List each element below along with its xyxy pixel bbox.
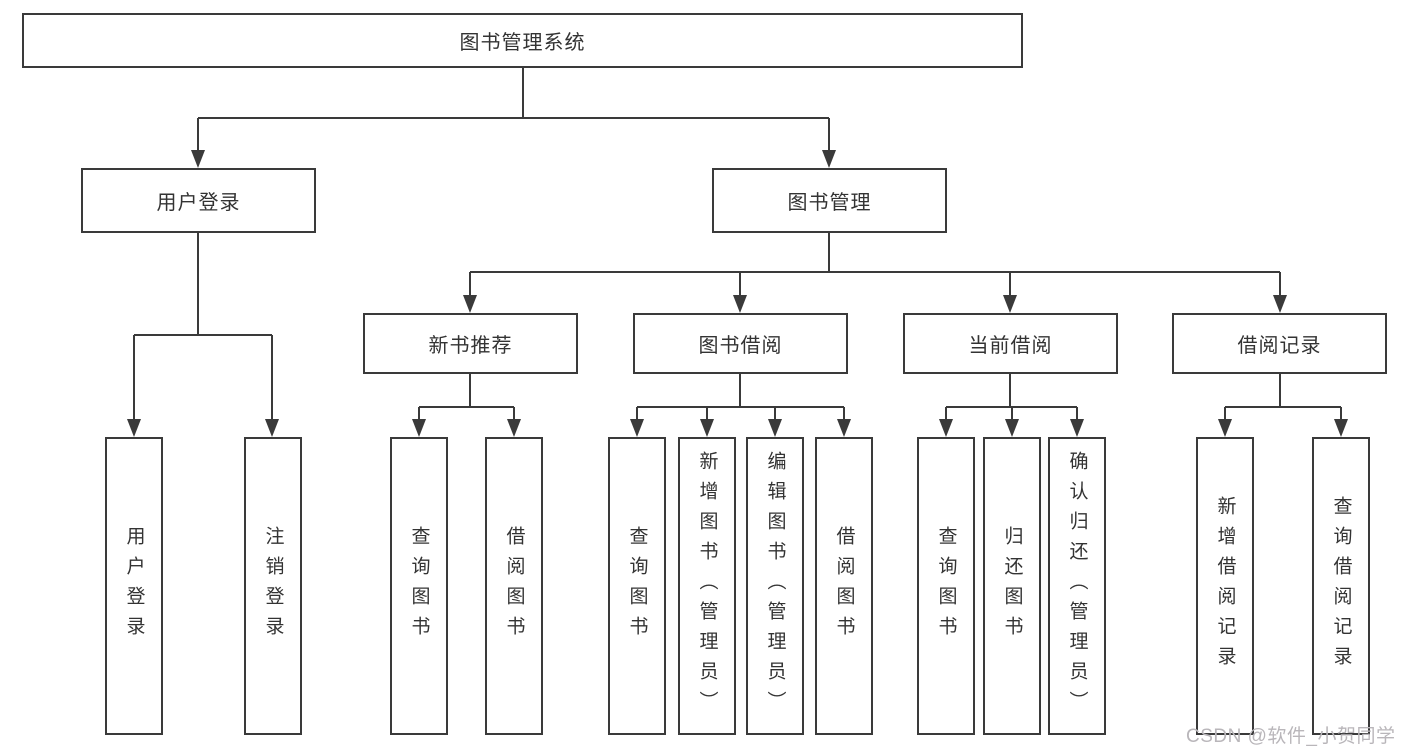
node-user-login: 用户登录	[81, 168, 316, 233]
leaf-user-login-label: 用户登录	[123, 526, 145, 646]
leaf-borrow-books-1: 借阅图书	[485, 437, 543, 735]
node-library-system: 图书管理系统	[22, 13, 1023, 68]
leaf-query-books-1-label: 查询图书	[408, 526, 430, 646]
leaf-add-books-admin: 新增图书（管理员）	[678, 437, 736, 735]
node-new-book-recommend-label: 新书推荐	[428, 335, 513, 357]
node-current-borrow-label: 当前借阅	[968, 335, 1053, 357]
leaf-add-borrow-record: 新增借阅记录	[1196, 437, 1254, 735]
leaf-query-borrow-record-label: 查询借阅记录	[1330, 496, 1352, 676]
leaf-add-books-admin-label: 新增图书（管理员）	[696, 451, 718, 721]
node-current-borrow: 当前借阅	[903, 313, 1118, 374]
leaf-add-borrow-record-label: 新增借阅记录	[1214, 496, 1236, 676]
csdn-watermark: CSDN @软件_小贺同学	[1186, 726, 1396, 747]
node-borrow-records: 借阅记录	[1172, 313, 1387, 374]
leaf-user-login: 用户登录	[105, 437, 163, 735]
leaf-edit-books-admin: 编辑图书（管理员）	[746, 437, 804, 735]
leaf-query-borrow-record: 查询借阅记录	[1312, 437, 1370, 735]
leaf-edit-books-admin-label: 编辑图书（管理员）	[764, 451, 786, 721]
node-library-system-label: 图书管理系统	[459, 32, 586, 54]
leaf-query-books-2: 查询图书	[608, 437, 666, 735]
leaf-borrow-books-2-label: 借阅图书	[833, 526, 855, 646]
leaf-query-books-3: 查询图书	[917, 437, 975, 735]
leaf-borrow-books-1-label: 借阅图书	[503, 526, 525, 646]
node-book-borrow: 图书借阅	[633, 313, 848, 374]
leaf-confirm-return-admin-label: 确认归还（管理员）	[1066, 451, 1088, 721]
leaf-query-books-1: 查询图书	[390, 437, 448, 735]
node-borrow-records-label: 借阅记录	[1237, 335, 1322, 357]
leaf-borrow-books-2: 借阅图书	[815, 437, 873, 735]
leaf-return-books: 归还图书	[983, 437, 1041, 735]
node-new-book-recommend: 新书推荐	[363, 313, 578, 374]
leaf-return-books-label: 归还图书	[1001, 526, 1023, 646]
node-user-login-label: 用户登录	[156, 192, 241, 214]
node-book-borrow-label: 图书借阅	[698, 335, 783, 357]
node-book-management: 图书管理	[712, 168, 947, 233]
leaf-query-books-2-label: 查询图书	[626, 526, 648, 646]
leaf-confirm-return-admin: 确认归还（管理员）	[1048, 437, 1106, 735]
leaf-logout-label: 注销登录	[262, 526, 284, 646]
node-book-management-label: 图书管理	[787, 192, 872, 214]
leaf-logout: 注销登录	[244, 437, 302, 735]
leaf-query-books-3-label: 查询图书	[935, 526, 957, 646]
